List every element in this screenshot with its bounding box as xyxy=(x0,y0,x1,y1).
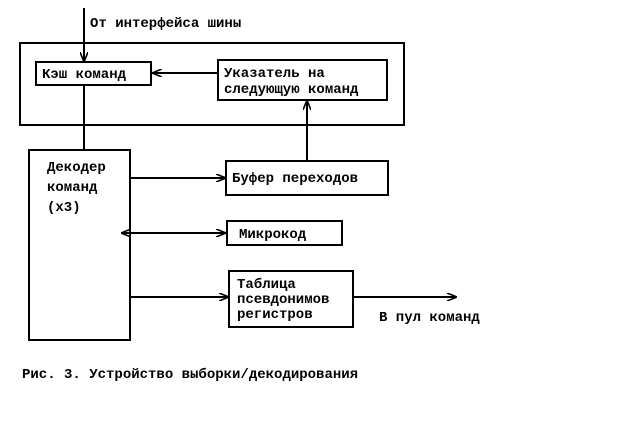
fetch-unit-frame xyxy=(19,42,405,126)
register-alias-table-label-line-2: псевдонимов xyxy=(237,292,329,308)
instruction-decoder-box xyxy=(28,149,131,341)
register-alias-table-label-line-3: регистров xyxy=(237,307,313,323)
register-alias-table-box xyxy=(228,270,354,328)
instruction-decoder-label-line-2: команд xyxy=(47,180,98,196)
microcode-label: Микрокод xyxy=(239,227,307,243)
instruction-cache-box xyxy=(35,61,152,86)
register-alias-table-label-line-1: Таблица xyxy=(237,277,296,293)
microcode-box xyxy=(226,220,343,246)
figure-caption: Рис. 3. Устройство выборки/декодирования xyxy=(22,367,358,383)
instruction-decoder-label-line-1: Декодер xyxy=(47,160,106,176)
branch-target-buffer-label: Буфер переходов xyxy=(232,171,358,187)
next-instruction-pointer-box xyxy=(217,59,388,101)
instruction-decoder-label-line-3: (x3) xyxy=(47,200,81,216)
instruction-pool-label: В пул команд xyxy=(379,310,480,326)
next-instruction-pointer-label-line-1: Указатель на xyxy=(224,66,325,82)
next-instruction-pointer-label-line-2: следующую команд xyxy=(224,82,359,98)
instruction-cache-label: Кэш команд xyxy=(42,67,127,83)
bus-input-label: От интерфейса шины xyxy=(90,16,241,32)
